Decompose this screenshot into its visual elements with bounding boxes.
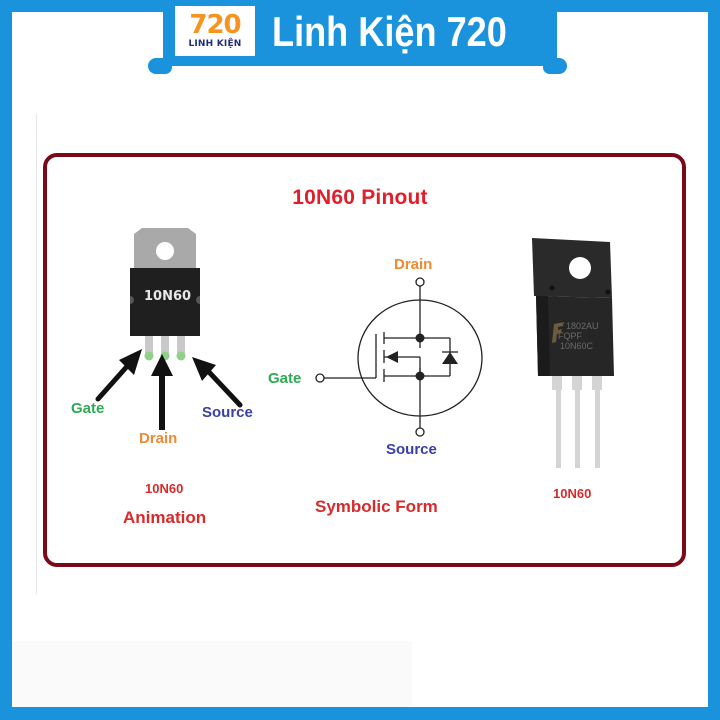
animation-drain-label: Drain (139, 430, 178, 447)
package-chip-label: 10N60 (144, 289, 192, 304)
logo-number: 720 (189, 10, 241, 40)
animation-caption: Animation (123, 508, 207, 527)
source-arrow-icon (192, 357, 243, 408)
animation-gate-label: Gate (71, 400, 105, 417)
symbol-source-label: Source (386, 441, 437, 458)
gate-arrow-icon (95, 349, 142, 402)
logo-subtitle: LINH KIỆN (188, 39, 242, 49)
diagram-title: 10N60 Pinout (292, 186, 428, 209)
brand-title: Linh Kiện 720 (272, 8, 507, 55)
photo-marking-line2: FQPF (558, 331, 582, 341)
bottom-shade (12, 641, 412, 707)
photo-marking-line3: 10N60C (560, 341, 594, 351)
symbol-drain-label: Drain (394, 256, 433, 273)
symbol-gate-label: Gate (268, 370, 302, 387)
mosfet-symbol-icon (315, 277, 483, 437)
photo-marking-line1: 1802AU (566, 321, 599, 331)
mosfet-photo-illustration (532, 238, 614, 468)
animation-caption-part: 10N60 (145, 481, 184, 496)
to220-package-illustration (130, 228, 200, 361)
animation-source-label: Source (202, 404, 253, 421)
brand-logo: 720 LINH KIỆN (175, 6, 255, 56)
symbolic-caption: Symbolic Form (315, 497, 438, 516)
left-rule (36, 114, 37, 594)
photo-caption: 10N60 (553, 486, 592, 501)
drain-arrow-icon (151, 354, 173, 430)
